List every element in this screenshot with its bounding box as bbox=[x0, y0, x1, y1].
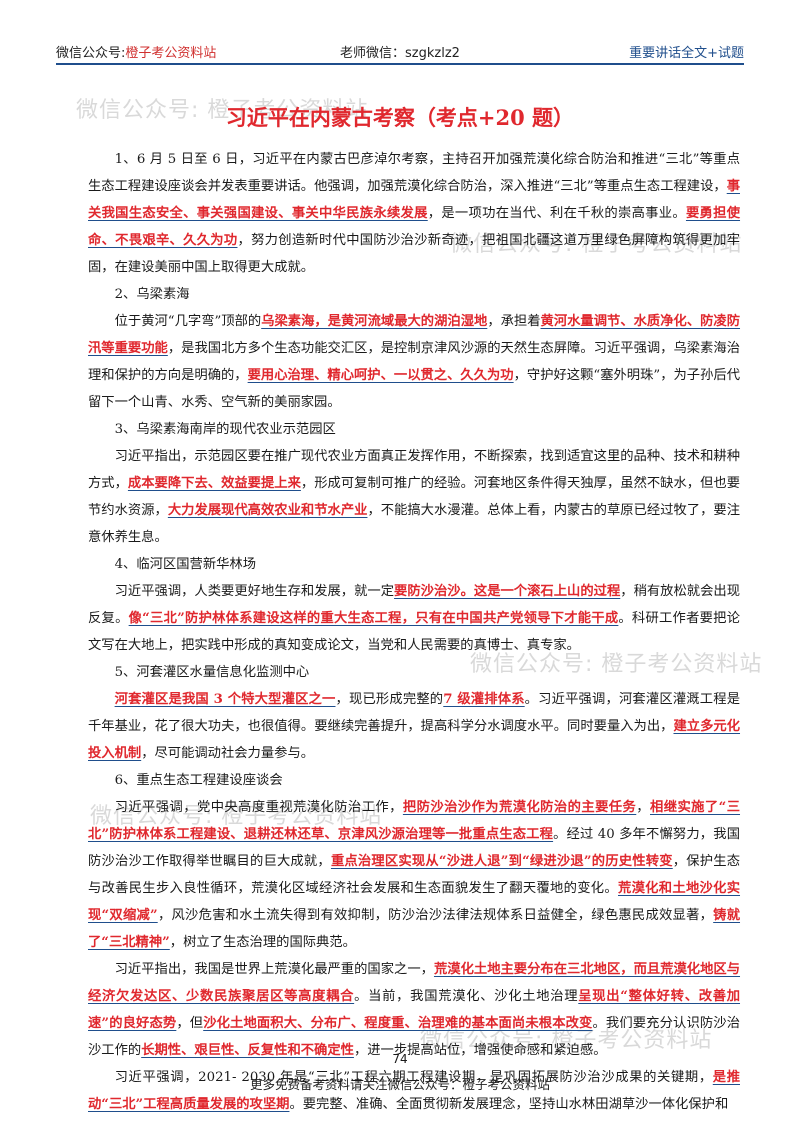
section-heading: 3、乌梁素海南岸的现代农业示范园区 bbox=[88, 416, 740, 443]
body-text: 习近平强调，2021- 2030 年是“三北”工程六期工程建设期，是巩固拓展防沙… bbox=[114, 1070, 713, 1085]
body-text: ，现已形成完整的 bbox=[335, 692, 444, 707]
article-body: 1、6 月 5 日至 6 日，习近平在内蒙古巴彦淖尔考察，主持召开加强荒漠化综合… bbox=[88, 146, 740, 1118]
highlight-text: 像“三北”防护林体系建设这样的重大生态工程，只有在中国共产党领导下才能干成 bbox=[128, 611, 619, 626]
body-text: 习近平强调，人类要更好地生存和发展，就一定 bbox=[114, 584, 395, 599]
section-heading: 4、临河区国营新华林场 bbox=[88, 551, 740, 578]
paragraph: 位于黄河“几字弯”顶部的乌梁素海，是黄河流域最大的湖泊湿地，承担着黄河水量调节、… bbox=[88, 308, 740, 416]
body-text: 6、重点生态工程建设座谈会 bbox=[114, 773, 283, 788]
paragraph: 习近平指出，示范园区要在推广现代农业方面真正发挥作用，不断探索，找到适宜这里的品… bbox=[88, 443, 740, 551]
highlight-text: 把防沙治沙作为荒漠化防治的主要任务 bbox=[402, 800, 637, 815]
highlight-text: 建立多元化投入机制 bbox=[88, 719, 741, 761]
highlight-text: 荒漠化和土地沙化实现“双缩减” bbox=[88, 881, 741, 923]
body-text: ，是我国北方多个生态功能交汇区，是控制京津风沙源的天然生态屏障。习近平强调，乌梁… bbox=[88, 341, 741, 383]
body-text: ，努力创造新时代中国防沙治沙新奇迹，把祖国北疆这道万里绿色屏障构筑得更加牢固，在… bbox=[88, 233, 740, 275]
body-text: 习近平强调，党中央高度重视荒漠化防治工作， bbox=[114, 800, 403, 815]
highlight-text: 要勇担使命、不畏艰辛、久久为功 bbox=[88, 206, 741, 248]
body-text: ，保护生态与改善民生步入良性循环，荒漠化区域经济社会发展和生态面貌发生了翻天覆地… bbox=[88, 854, 741, 896]
highlight-text: 黄河水量调节、水质净化、防凌防汛等重要功能 bbox=[88, 314, 741, 356]
body-text: 。我们要充分认识防沙治沙工作的 bbox=[88, 1016, 741, 1058]
body-text: ，守护好这颗“塞外明珠”，为子孙后代留下一个山青、水秀、空气新的美丽家园。 bbox=[88, 368, 741, 410]
page-header: 微信公众号:橙子考公资料站 老师微信：szgkzlz2 重要讲话全文+试题 bbox=[56, 40, 744, 62]
body-text: ，形成可复制可推广的经验。河套地区条件得天独厚，虽然不缺水，但也要节约水资源， bbox=[88, 476, 741, 518]
paragraph: 习近平强调，人类要更好地生存和发展，就一定要防沙治沙。这是一个滚石上山的过程，稍… bbox=[88, 578, 740, 659]
highlight-text: 铸就了“三北精神” bbox=[88, 908, 741, 950]
highlight-text: 是推动“三北”工程高质量发展的攻坚期 bbox=[88, 1070, 740, 1112]
highlight-text: 成本要降下去、效益要提上来 bbox=[127, 476, 301, 491]
page-number: 74 bbox=[392, 1052, 408, 1066]
section-heading: 5、河套灌区水量信息化监测中心 bbox=[88, 659, 740, 686]
paragraph: 习近平强调，党中央高度重视荒漠化防治工作，把防沙治沙作为荒漠化防治的主要任务，相… bbox=[88, 794, 740, 956]
highlight-text: 重点治理区实现从“沙进人退”到“绿进沙退”的历史性转变 bbox=[330, 854, 673, 869]
highlight-text: 呈现出“整体好转、改善加速”的良好态势 bbox=[88, 989, 741, 1031]
header-left-label: 微信公众号: bbox=[56, 46, 126, 61]
body-text: ，进一步提高站位，增强使命感和紧迫感。 bbox=[353, 1043, 607, 1058]
body-text: 。习近平强调，河套灌区灌溉工程是千年基业，花了很大功夫，也很值得。要继续完善提升… bbox=[88, 692, 741, 734]
header-rule bbox=[56, 63, 744, 65]
page-footer: 更多免费备考资料请关注微信公众号：橙子考公资料站 bbox=[249, 1077, 550, 1092]
paragraph: 习近平指出，我国是世界上荒漠化最严重的国家之一，荒漠化土地主要分布在三北地区，而… bbox=[88, 956, 740, 1064]
body-text: 。经过 40 多年不懈努力，我国防沙治沙工作取得举世瞩目的巨大成就， bbox=[88, 827, 740, 869]
highlight-text: 长期性、艰巨性、反复性和不确定性 bbox=[141, 1043, 354, 1058]
body-text: 1、6 月 5 日至 6 日，习近平在内蒙古巴彦淖尔考察，主持召开加强荒漠化综合… bbox=[88, 152, 740, 194]
body-text: 。当前，我国荒漠化、沙化土地治理 bbox=[354, 989, 579, 1004]
highlight-text: 相继实施了“三北”防护林体系工程建设、退耕还林还草、京津风沙源治理等一批重点生态… bbox=[88, 800, 741, 842]
header-brand: 橙子考公资料站 bbox=[125, 46, 217, 61]
body-text: ，承担着 bbox=[487, 314, 541, 329]
body-text: 2、乌梁素海 bbox=[114, 287, 190, 302]
highlight-text: 要用心治理、精心呵护、一以贯之、久久为功 bbox=[247, 368, 514, 383]
header-right: 重要讲话全文+试题 bbox=[629, 46, 744, 61]
paragraph: 习近平强调，2021- 2030 年是“三北”工程六期工程建设期，是巩固拓展防沙… bbox=[88, 1064, 740, 1118]
body-text: ， bbox=[636, 800, 650, 815]
header-teacher-wechat: 老师微信：szgkzlz2 bbox=[340, 46, 460, 61]
body-text: ，但 bbox=[176, 1016, 204, 1031]
highlight-text: 事关我国生态安全、事关强国建设、事关中华民族永续发展 bbox=[88, 179, 740, 221]
body-text: ，风沙危害和水土流失得到有效抑制，防沙治沙法律法规体系日益健全，绿色惠民成效显著… bbox=[157, 908, 714, 923]
body-text: ，是一项功在当代、利在千秋的崇高事业。 bbox=[427, 206, 686, 221]
body-text: 习近平指出，我国是世界上荒漠化最严重的国家之一， bbox=[114, 962, 434, 977]
body-text: 位于黄河“几字弯”顶部的 bbox=[114, 314, 262, 329]
highlight-text: 大力发展现代高效农业和节水产业 bbox=[167, 503, 368, 518]
body-text: 习近平指出，示范园区要在推广现代农业方面真正发挥作用，不断探索，找到适宜这里的品… bbox=[88, 449, 740, 491]
body-text: 。科研工作者要把论文写在大地上，把实践中形成的真知变成论文，当党和人民需要的真博… bbox=[88, 611, 741, 653]
body-text: ，稍有放松就会出现反复。 bbox=[88, 584, 741, 626]
body-text: ，尽可能调动社会力量参与。 bbox=[141, 746, 315, 761]
body-text: 4、临河区国营新华林场 bbox=[114, 557, 257, 572]
paragraph: 河套灌区是我国 3 个特大型灌区之一，现已形成完整的7 级灌排体系。习近平强调，… bbox=[88, 686, 740, 767]
body-text: ，不能搞大水漫灌。总体上看，内蒙古的草原已经过牧了，要注意休养生息。 bbox=[88, 503, 741, 545]
highlight-text: 荒漠化土地主要分布在三北地区，而且荒漠化地区与经济欠发达区、少数民族聚居区等高度… bbox=[88, 962, 741, 1004]
body-text: 5、河套灌区水量信息化监测中心 bbox=[114, 665, 310, 680]
highlight-text: 沙化土地面积大、分布广、程度重、治理难的基本面尚未根本改变 bbox=[203, 1016, 593, 1031]
page-title: 习近平在内蒙古考察（考点+20 题） bbox=[225, 105, 575, 130]
highlight-text: 要防沙治沙。这是一个滚石上山的过程 bbox=[394, 584, 621, 599]
body-text: 。要完整、准确、全面贯彻新发展理念，坚持山水林田湖草沙一体化保护和 bbox=[289, 1097, 729, 1112]
highlight-text: 河套灌区是我国 3 个特大型灌区之一 bbox=[114, 692, 336, 707]
paragraph: 1、6 月 5 日至 6 日，习近平在内蒙古巴彦淖尔考察，主持召开加强荒漠化综合… bbox=[88, 146, 740, 281]
section-heading: 6、重点生态工程建设座谈会 bbox=[88, 767, 740, 794]
highlight-text: 乌梁素海，是黄河流域最大的湖泊湿地 bbox=[261, 314, 488, 329]
header-left: 微信公众号:橙子考公资料站 bbox=[56, 42, 216, 61]
body-text: ，树立了生态治理的国际典范。 bbox=[169, 935, 356, 950]
section-heading: 2、乌梁素海 bbox=[88, 281, 740, 308]
highlight-text: 7 级灌排体系 bbox=[443, 692, 525, 707]
body-text: 3、乌梁素海南岸的现代农业示范园区 bbox=[114, 422, 336, 437]
